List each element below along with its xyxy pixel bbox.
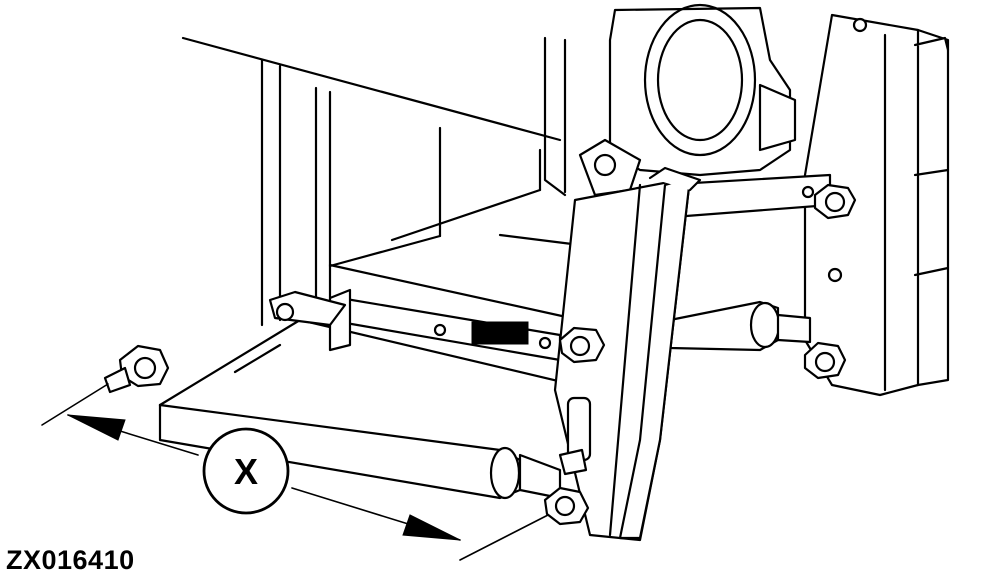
upper-frame [181, 36, 567, 327]
right-cylinder [668, 300, 812, 352]
dimension-x [41, 383, 549, 561]
hub-bracket [578, 3, 797, 197]
upper-front-nut [558, 326, 606, 364]
upper-right-nut [813, 183, 857, 220]
lower-right-nut [803, 341, 847, 380]
link-strap [268, 288, 562, 362]
lower-front-nut [543, 486, 590, 526]
left-end-nut [103, 344, 170, 394]
figure-id: ZX016410 [6, 545, 135, 575]
callout-label: X [234, 451, 258, 492]
lock-pin-assembly [558, 396, 592, 476]
callout-x: X [202, 427, 290, 515]
